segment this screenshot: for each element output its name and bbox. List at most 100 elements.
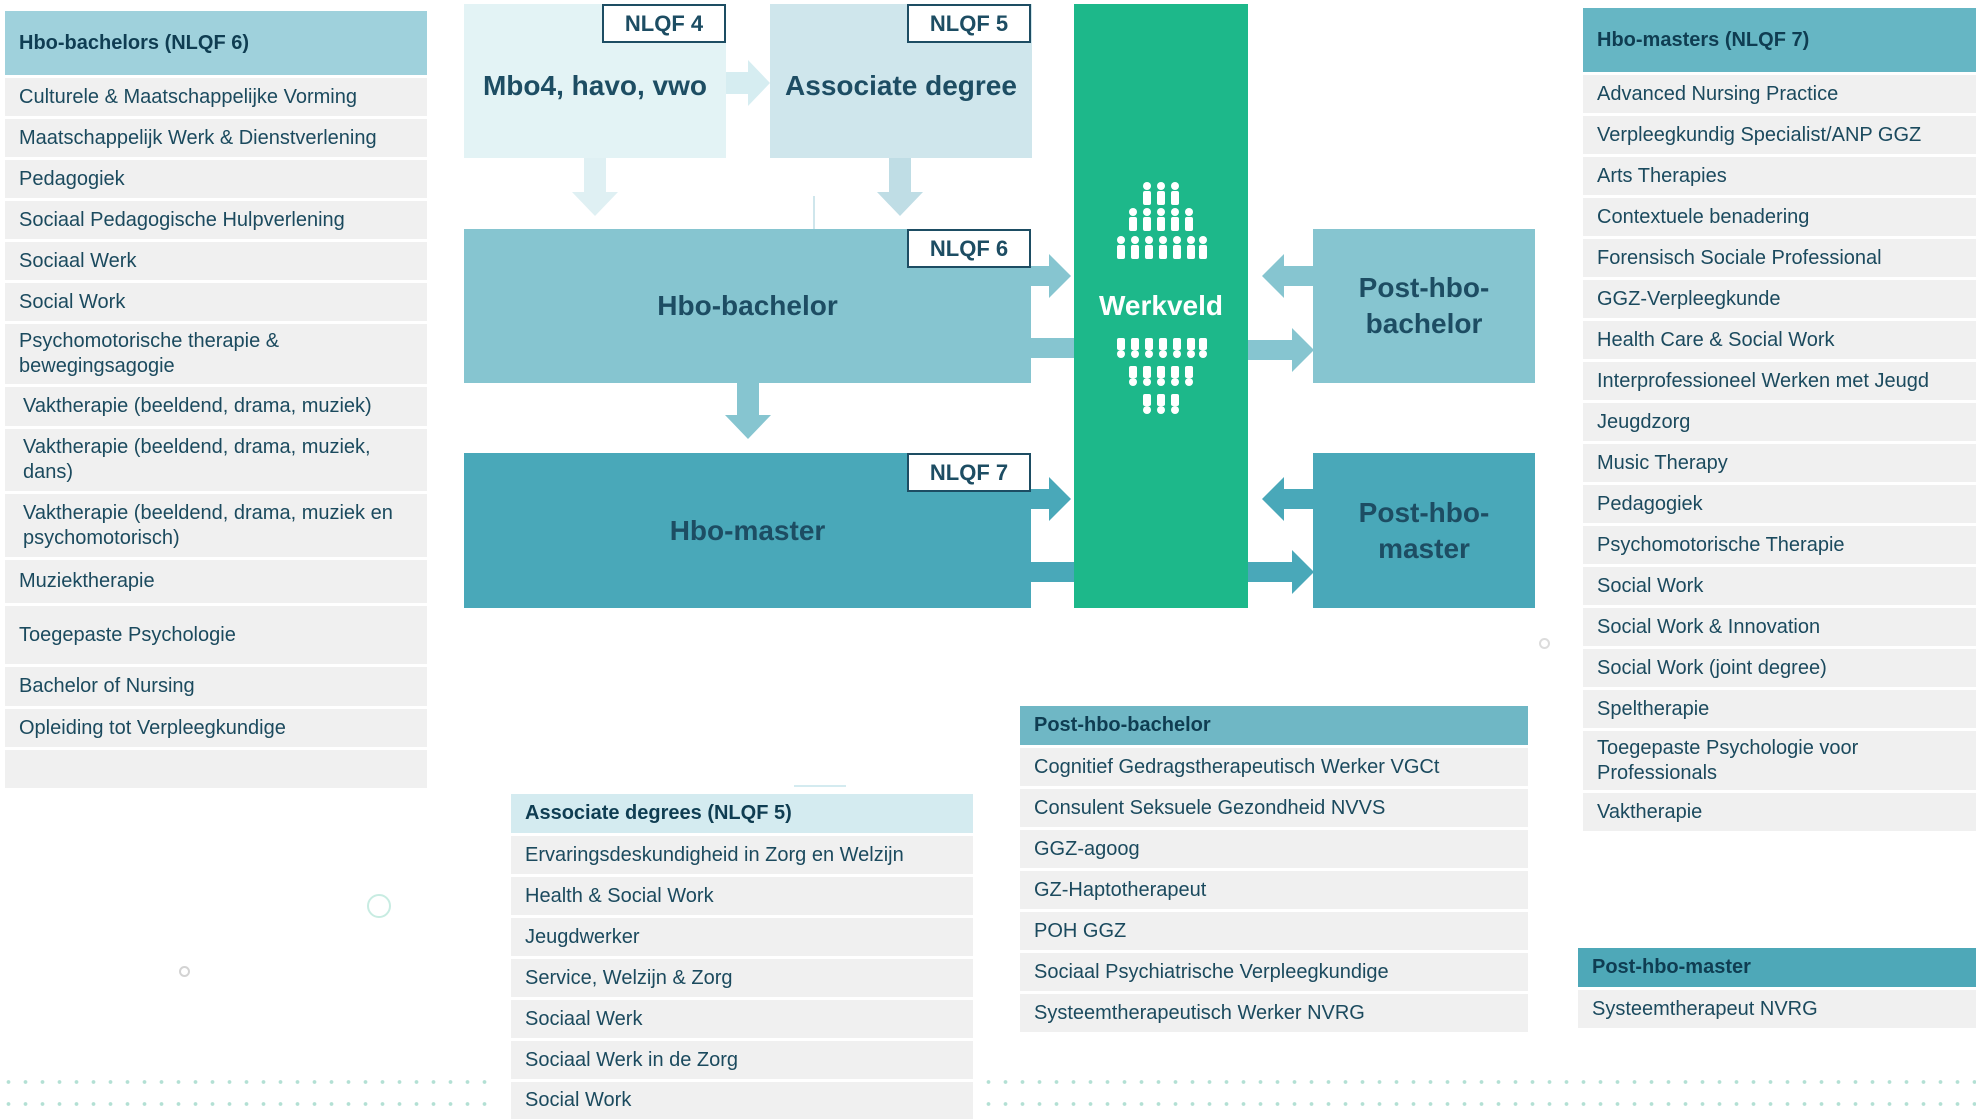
nlqf5-label: NLQF 5 xyxy=(929,10,1009,36)
ad-label: Associate degree xyxy=(785,70,1017,101)
list-item: Social Work & Innovation xyxy=(1583,605,1976,646)
arrow-post-bachelor-to-werkveld xyxy=(1262,254,1314,298)
list-item: Social Work xyxy=(511,1079,973,1119)
bachelors-header: Hbo-bachelors (NLQF 6) xyxy=(5,11,427,75)
werkveld-column: Werkveld xyxy=(1074,4,1248,608)
masters-list: Hbo-masters (NLQF 7) Advanced Nursing Pr… xyxy=(1583,8,1976,831)
post-bachelors-list: Post-hbo-bachelor Cognitief Gedragsthera… xyxy=(1020,706,1528,1032)
dotted-pattern-right xyxy=(980,1076,1976,1088)
list-item: Maatschappelijk Werk & Dienstverlening xyxy=(5,116,427,157)
post-master-label: Post-hbo-master xyxy=(1358,496,1490,564)
list-item: Social Work xyxy=(1583,564,1976,605)
ad-box: Associate degree xyxy=(770,4,1032,158)
list-item: GGZ-Verpleegkunde xyxy=(1583,277,1976,318)
masters-header: Hbo-masters (NLQF 7) xyxy=(1583,8,1976,72)
mbo-label: Mbo4, havo, vwo xyxy=(482,70,708,101)
list-item: Psychomotorische Therapie xyxy=(1583,523,1976,564)
post-bachelor-box: Post-hbo-bachelor xyxy=(1313,229,1535,383)
list-item: Muziektherapie xyxy=(5,557,427,603)
nlqf7-label: NLQF 7 xyxy=(929,459,1009,485)
list-item: Arts Therapies xyxy=(1583,154,1976,195)
nlqf5-badge: NLQF 5 xyxy=(907,4,1031,43)
list-item: Sociaal Werk xyxy=(5,239,427,280)
post-bachelors-header: Post-hbo-bachelor xyxy=(1020,706,1528,745)
list-item: Verpleegkundig Specialist/ANP GGZ xyxy=(1583,113,1976,154)
list-item: Sociaal Werk xyxy=(511,997,973,1038)
list-item: Toegepaste Psychologie xyxy=(5,603,427,664)
list-item: Forensisch Sociale Professional xyxy=(1583,236,1976,277)
list-item: Opleiding tot Verpleegkundige xyxy=(5,706,427,747)
list-item xyxy=(5,747,427,788)
arrow-master-to-werkveld xyxy=(1031,477,1071,521)
arrow-post-master-to-werkveld xyxy=(1262,477,1314,521)
list-item: Systeemtherapeut NVRG xyxy=(1578,987,1976,1028)
people-bottom-icon xyxy=(1117,338,1207,414)
arrow-mbo-to-bachelor xyxy=(572,158,618,216)
arrow-bachelor-to-werkveld xyxy=(1031,254,1071,298)
person-icon xyxy=(1143,182,1151,205)
list-item: Jeugdzorg xyxy=(1583,400,1976,441)
decorative-dot xyxy=(179,966,190,977)
nlqf7-badge: NLQF 7 xyxy=(907,453,1031,492)
decorative-circle xyxy=(367,894,391,918)
associates-header: Associate degrees (NLQF 5) xyxy=(511,794,973,833)
divider xyxy=(794,785,846,787)
list-item: Vaktherapie (beeldend, drama, muziek en … xyxy=(5,491,427,557)
post-bachelor-label: Post-hbo-bachelor xyxy=(1358,272,1490,339)
arrow-mbo-to-ad xyxy=(724,60,770,106)
list-item: Music Therapy xyxy=(1583,441,1976,482)
werkveld-text: Werkveld xyxy=(1099,290,1223,321)
nlqf4-label: NLQF 4 xyxy=(624,10,704,36)
connector-line xyxy=(813,196,815,230)
list-item: Consulent Seksuele Gezondheid NVVS xyxy=(1020,786,1528,827)
list-item: POH GGZ xyxy=(1020,909,1528,950)
list-item: Contextuele benadering xyxy=(1583,195,1976,236)
associates-list: Associate degrees (NLQF 5) Ervaringsdesk… xyxy=(511,794,973,1119)
arrow-werkveld-to-post-master xyxy=(1248,550,1314,594)
arrow-werkveld-to-post-bachelor xyxy=(1248,328,1314,372)
dotted-pattern-left xyxy=(0,1076,496,1088)
list-item: Systeemtherapeutisch Werker NVRG xyxy=(1020,991,1528,1032)
post-masters-header: Post-hbo-master xyxy=(1578,948,1976,987)
list-item: Social Work (joint degree) xyxy=(1583,646,1976,687)
werkveld-label: Werkveld xyxy=(1074,284,1248,328)
list-item: Health & Social Work xyxy=(511,874,973,915)
list-item: GZ-Haptotherapeut xyxy=(1020,868,1528,909)
dotted-pattern-right-2 xyxy=(980,1098,1976,1110)
decorative-ring xyxy=(1539,638,1550,649)
arrow-ad-to-bachelor xyxy=(877,158,923,216)
list-item: Vaktherapie (beeldend, drama, muziek) xyxy=(5,384,427,426)
master-label: Hbo-master xyxy=(669,514,826,546)
list-item: Advanced Nursing Practice xyxy=(1583,72,1976,113)
bachelor-werkveld-band xyxy=(1031,338,1076,358)
master-werkveld-band xyxy=(1031,562,1076,582)
dotted-pattern-left-2 xyxy=(0,1098,496,1110)
list-item: Service, Welzijn & Zorg xyxy=(511,956,973,997)
list-item: Sociaal Pedagogische Hulpverlening xyxy=(5,198,427,239)
list-item: Vaktherapie xyxy=(1583,790,1976,831)
bachelors-list: Hbo-bachelors (NLQF 6) Culturele & Maats… xyxy=(5,11,427,788)
bachelor-label: Hbo-bachelor xyxy=(657,290,838,321)
list-item: Culturele & Maatschappelijke Vorming xyxy=(5,75,427,116)
list-item: Pedagogiek xyxy=(5,157,427,198)
post-master-box: Post-hbo-master xyxy=(1313,453,1535,608)
list-item: Social Work xyxy=(5,280,427,321)
post-masters-list: Post-hbo-master Systeemtherapeut NVRG xyxy=(1578,948,1976,1028)
list-item: Health Care & Social Work xyxy=(1583,318,1976,359)
nlqf6-badge: NLQF 6 xyxy=(907,229,1031,268)
list-item: Cognitief Gedragstherapeutisch Werker VG… xyxy=(1020,745,1528,786)
list-item: Pedagogiek xyxy=(1583,482,1976,523)
list-item: Ervaringsdeskundigheid in Zorg en Welzij… xyxy=(511,833,973,874)
list-item: Bachelor of Nursing xyxy=(5,664,427,706)
list-item: Jeugdwerker xyxy=(511,915,973,956)
nlqf4-badge: NLQF 4 xyxy=(602,4,726,43)
list-item: Interprofessioneel Werken met Jeugd xyxy=(1583,359,1976,400)
list-item: Toegepaste Psychologie voor Professional… xyxy=(1583,728,1976,790)
list-item: Psychomotorische therapie & bewegingsago… xyxy=(5,321,427,384)
people-top-icon xyxy=(1117,182,1207,259)
list-item: GGZ-agoog xyxy=(1020,827,1528,868)
list-item: Speltherapie xyxy=(1583,687,1976,728)
nlqf6-label: NLQF 6 xyxy=(929,235,1009,261)
list-item: Sociaal Psychiatrische Verpleegkundige xyxy=(1020,950,1528,991)
arrow-bachelor-to-master xyxy=(725,383,771,439)
